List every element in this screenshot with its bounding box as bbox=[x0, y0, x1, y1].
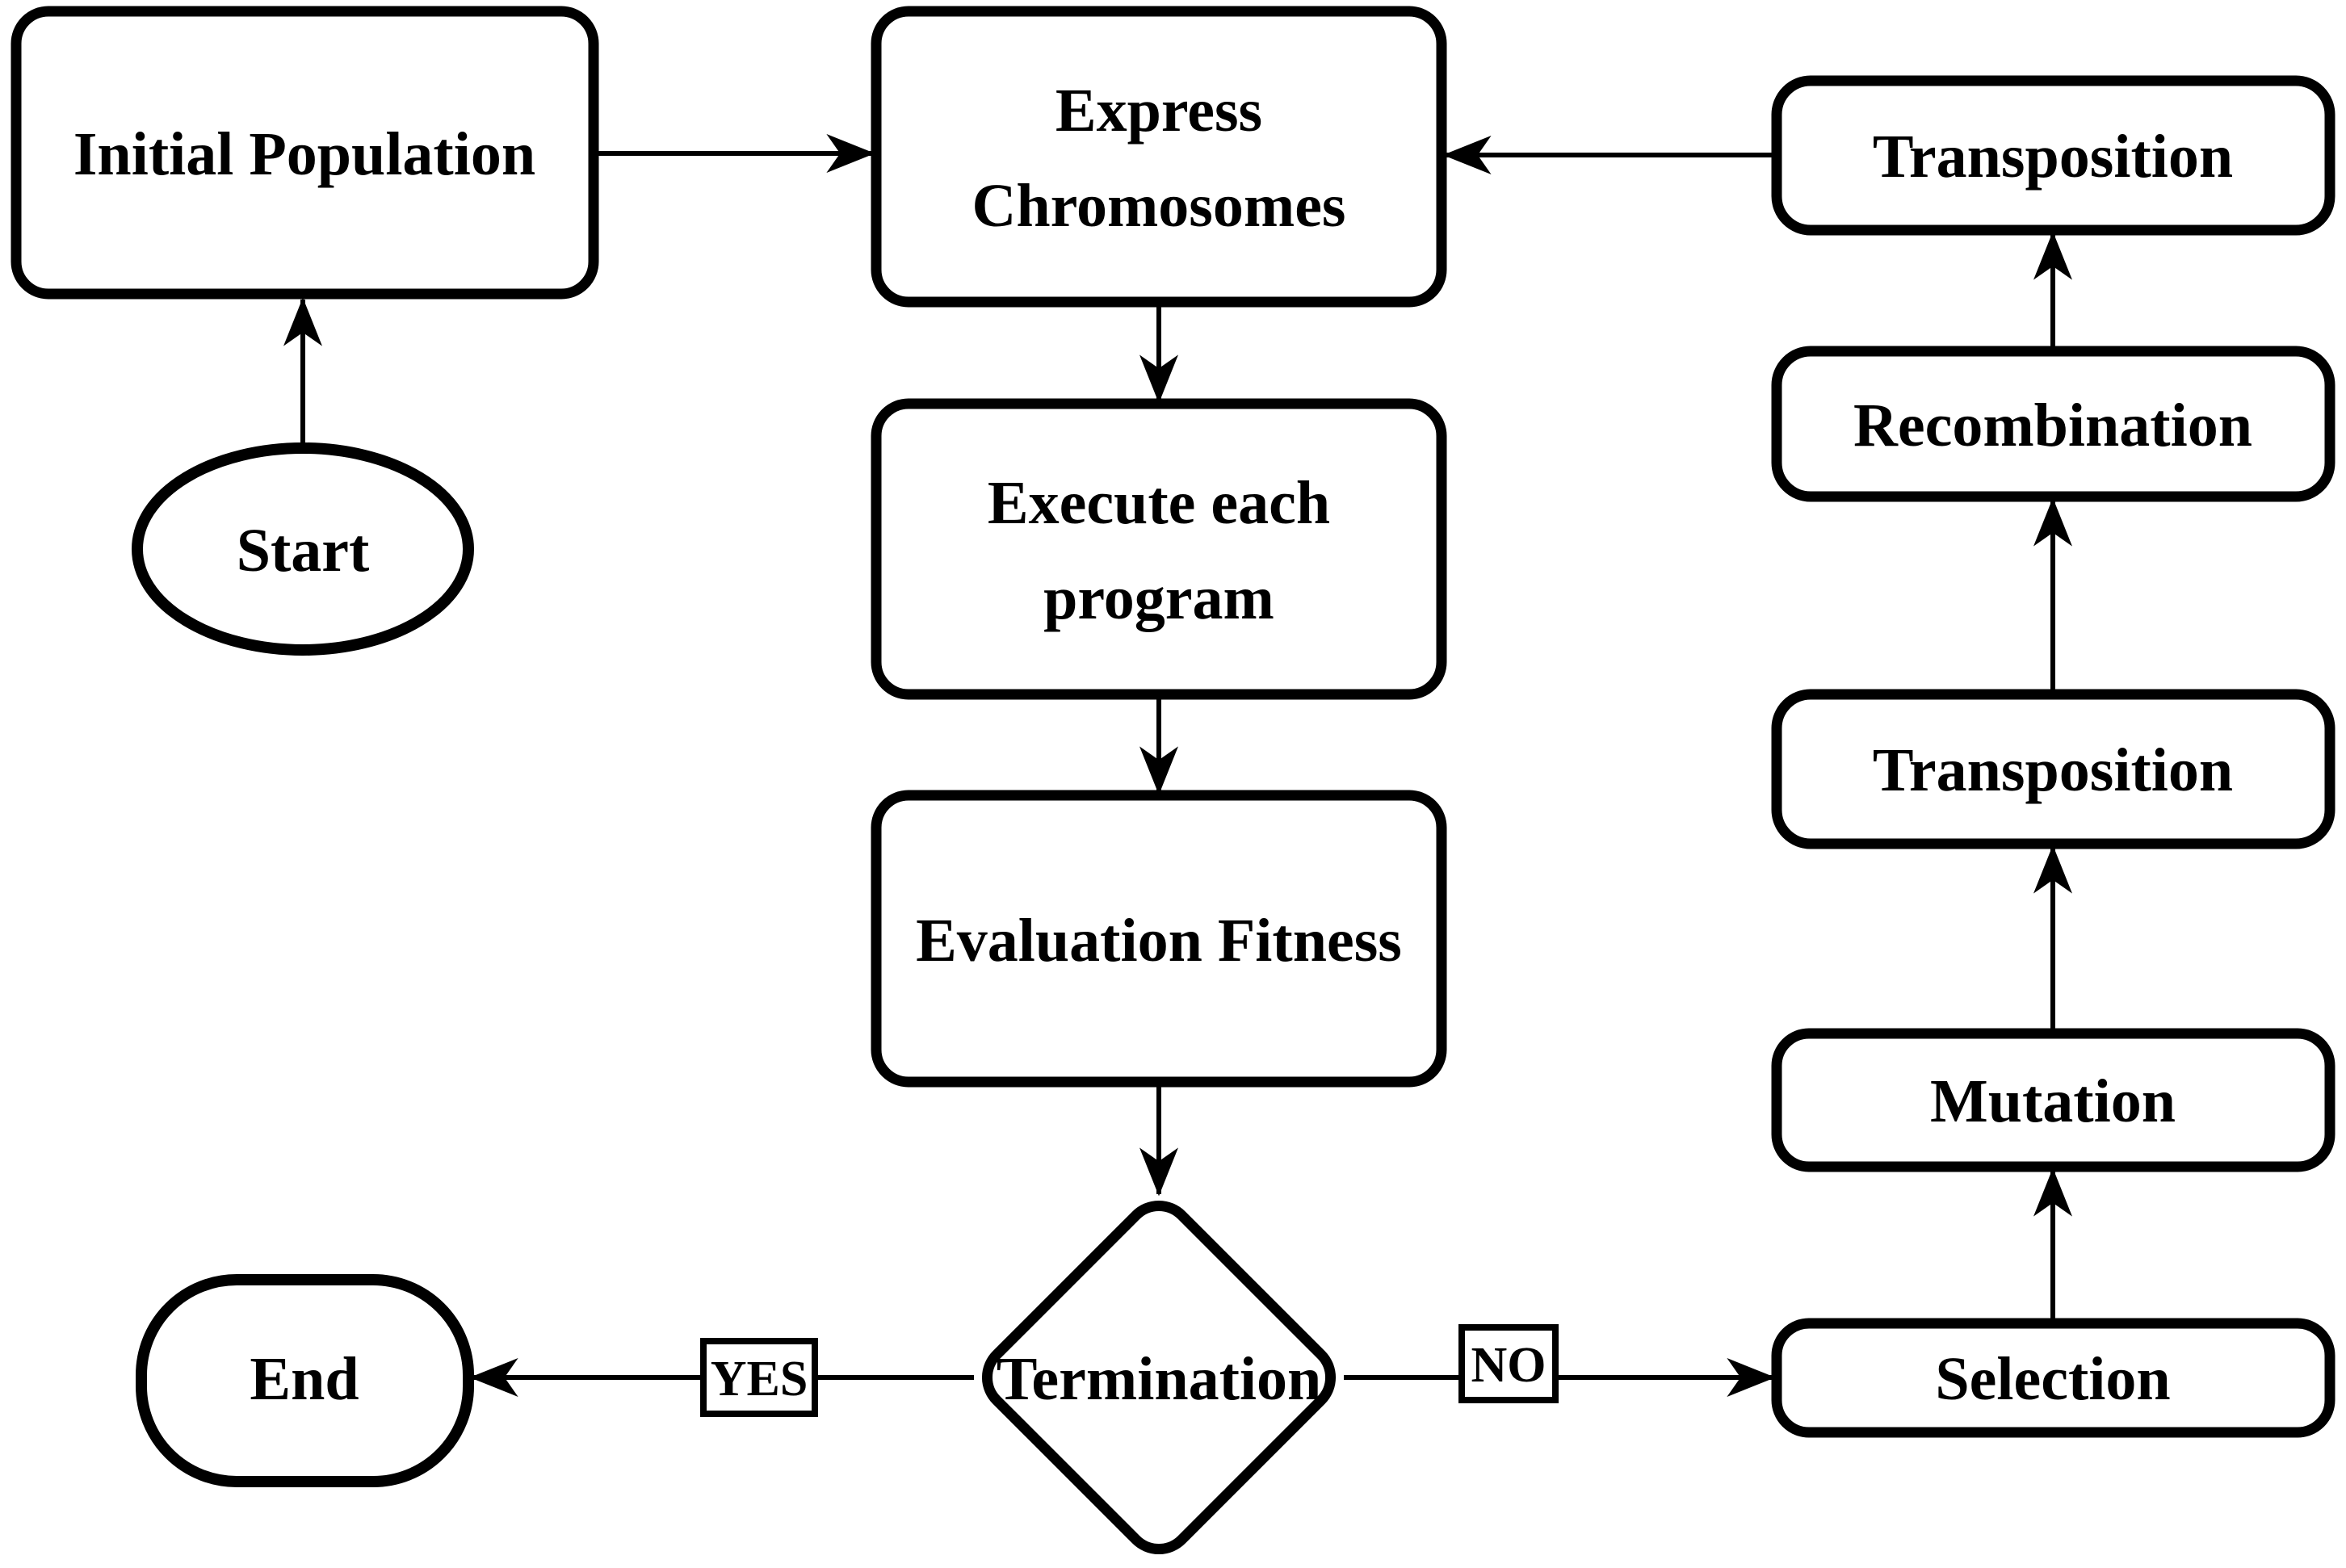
initial-population-box bbox=[10, 6, 599, 300]
initial-population-label: Initial Population bbox=[73, 120, 535, 188]
evaluation-fitness-box bbox=[871, 790, 1447, 1088]
execute-each-program-label-line2: program bbox=[1043, 564, 1274, 632]
express-chromosomes-box bbox=[871, 6, 1447, 308]
execute-each-program-label-line1: Execute each bbox=[988, 469, 1330, 537]
node-termination: Termination bbox=[981, 1200, 1337, 1555]
node-selection: Selection bbox=[1771, 1318, 2336, 1438]
node-express-chromosomes: Express Chromosomes bbox=[871, 6, 1447, 308]
transposition-upper-box bbox=[1771, 75, 2336, 236]
node-execute-each-program: Execute each program bbox=[871, 398, 1447, 700]
no-tag-label: NO bbox=[1471, 1338, 1547, 1393]
transposition-upper-label: Transposition bbox=[1873, 123, 2233, 191]
edge-label-no: NO bbox=[1458, 1324, 1559, 1403]
transposition-lower-label: Transposition bbox=[1873, 736, 2233, 804]
node-transposition-lower: Transposition bbox=[1771, 689, 2336, 849]
mutation-label: Mutation bbox=[1930, 1067, 2176, 1135]
node-start: Start bbox=[132, 442, 474, 656]
termination-label: Termination bbox=[997, 1345, 1322, 1413]
transposition-lower-box bbox=[1771, 689, 2336, 849]
selection-label: Selection bbox=[1935, 1345, 2170, 1413]
start-ellipse bbox=[132, 442, 474, 656]
start-label: Start bbox=[237, 517, 370, 585]
node-mutation: Mutation bbox=[1771, 1028, 2336, 1172]
edge-label-yes: YES bbox=[700, 1338, 818, 1417]
no-tag-box bbox=[1458, 1324, 1559, 1403]
node-end: End bbox=[136, 1274, 474, 1487]
selection-box bbox=[1771, 1318, 2336, 1438]
mutation-box bbox=[1771, 1028, 2336, 1172]
end-stadium bbox=[136, 1274, 474, 1487]
recombination-box bbox=[1771, 346, 2336, 502]
node-transposition-upper: Transposition bbox=[1771, 75, 2336, 236]
evaluation-fitness-label: Evaluation Fitness bbox=[916, 907, 1402, 975]
yes-tag-label: YES bbox=[711, 1352, 808, 1407]
express-chromosomes-label-line2: Chromosomes bbox=[972, 172, 1345, 240]
node-recombination: Recombination bbox=[1771, 346, 2336, 502]
recombination-label: Recombination bbox=[1853, 392, 2252, 459]
execute-each-program-box bbox=[871, 398, 1447, 700]
end-label: End bbox=[250, 1345, 359, 1413]
yes-tag-box bbox=[700, 1338, 818, 1417]
node-initial-population: Initial Population bbox=[10, 6, 599, 300]
termination-diamond bbox=[981, 1200, 1337, 1555]
express-chromosomes-label-line1: Express bbox=[1055, 77, 1262, 145]
node-evaluation-fitness: Evaluation Fitness bbox=[871, 790, 1447, 1088]
